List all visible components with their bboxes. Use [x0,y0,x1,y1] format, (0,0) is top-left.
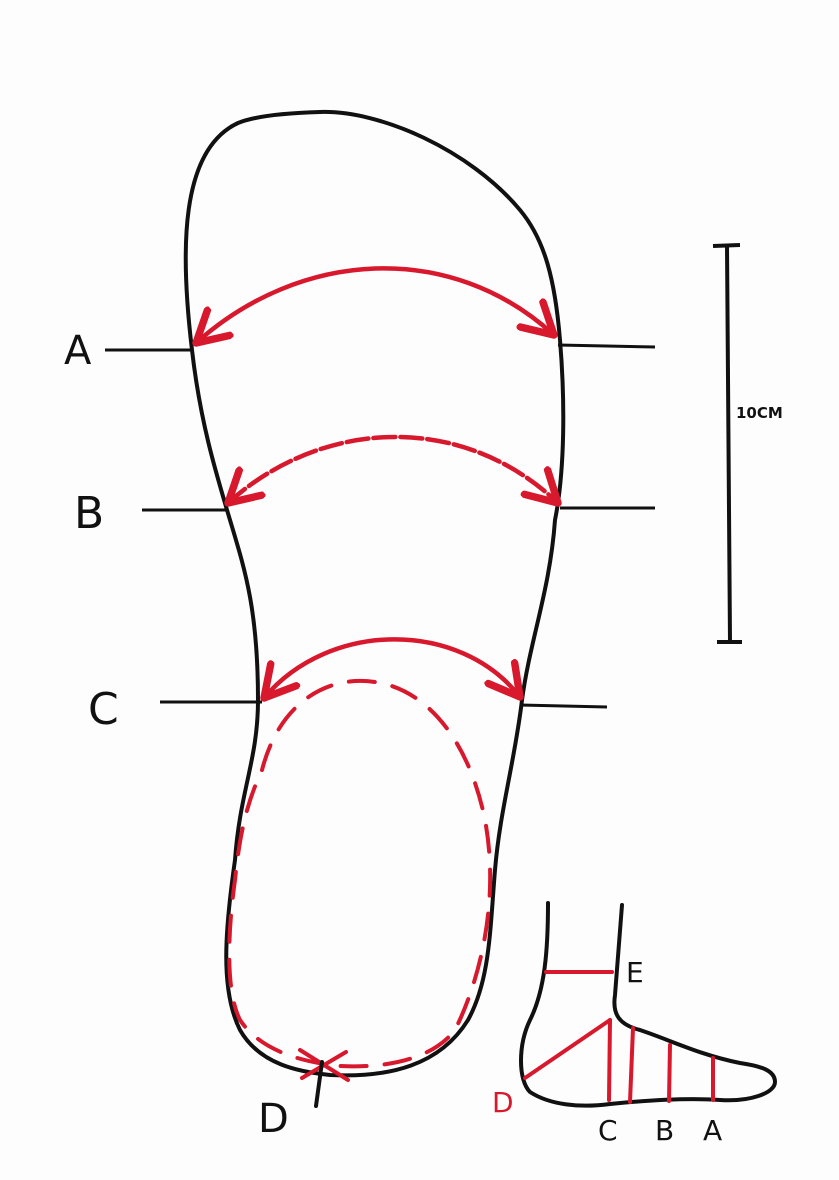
label-c: C [88,684,119,735]
arc-a [196,268,554,343]
line-c-right [520,705,607,707]
side-label-e: E [626,956,644,989]
arc-b [228,437,558,503]
side-line-d [525,1020,610,1078]
side-view-outline [521,903,775,1106]
foot-outline [186,112,564,1075]
line-a-right [558,345,655,347]
arc-c [264,639,520,698]
scale-bar-line [727,246,730,642]
label-a: A [64,328,92,374]
side-line-b [669,1045,670,1101]
label-d: D [258,1096,289,1142]
side-label-c: C [598,1114,618,1147]
side-label-b: B [655,1114,674,1147]
side-label-a: A [703,1114,722,1147]
foot-side-view: E D C B A [492,903,775,1147]
scale-bar-top-cap [713,245,740,246]
scale-bar-label: 10CM [736,404,783,422]
heel-dashed-loop [229,681,490,1066]
side-line-c2 [630,1028,633,1102]
side-line-c [609,1020,610,1100]
side-label-d: D [492,1086,514,1119]
label-b: B [74,488,104,539]
